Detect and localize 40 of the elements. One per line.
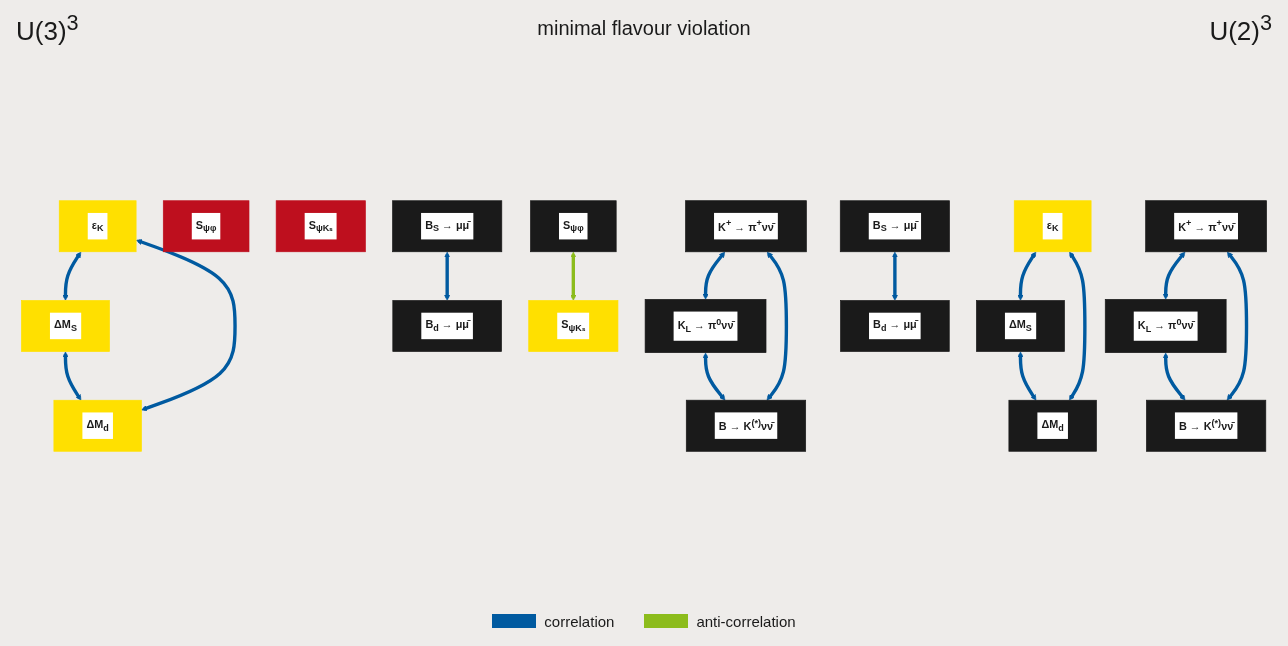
formula-box: K$^{+}$ → π$^{+}$νν̄: [685, 200, 807, 253]
formula-box: S$_{ψφ}$: [162, 200, 250, 253]
double-arrow: [1017, 351, 1037, 401]
formula-box: ΔM$_{d}$: [1008, 399, 1097, 452]
caption-text: minimal flavour violation: [537, 16, 751, 40]
formula-box: K$_{L}$ → π$^{0}$νν̄: [644, 299, 767, 353]
double-arrow: [766, 251, 789, 401]
double-arrow: [570, 251, 577, 301]
formula-box: ΔM$_{S}$: [976, 300, 1065, 352]
formula-box: S$_{ψφ}$: [530, 200, 617, 253]
double-arrow: [702, 251, 726, 300]
double-arrow: [1226, 251, 1249, 401]
formula-box: ε$_{K}$: [1013, 200, 1092, 253]
formula-box: ε$_{K}$: [58, 200, 137, 253]
formula-box: B → K$^{(*)}$νν̄: [685, 399, 806, 452]
formula-box: B$_{S}$ → μμ̄: [392, 200, 503, 253]
formula-box: ΔM$_{S}$: [21, 300, 110, 352]
double-arrow: [444, 251, 451, 301]
formula-box: B$_{d}$ → μμ̄: [392, 300, 502, 352]
double-arrow: [1162, 352, 1186, 401]
formula-box: ΔM$_{d}$: [53, 399, 142, 452]
formula-box: B$_{d}$ → μμ̄: [840, 300, 950, 352]
formula-box: S$_{ψKₛ}$: [528, 300, 619, 352]
formula-box: B$_{S}$ → μμ̄: [839, 200, 950, 253]
double-arrow: [62, 351, 82, 401]
legend-text: anti-correlation: [696, 612, 796, 630]
symmetry-label: U(2)$^{3}$: [1209, 9, 1272, 47]
double-arrow: [1069, 251, 1087, 401]
double-arrow: [136, 239, 237, 411]
formula-box: K$_{L}$ → π$^{0}$νν̄: [1104, 299, 1227, 353]
double-arrow: [62, 251, 82, 301]
double-arrow: [702, 352, 726, 401]
double-arrow: [1017, 251, 1037, 301]
formula-box: S$_{ψKₛ}$: [275, 200, 366, 253]
legend-text: correlation: [544, 612, 615, 630]
formula-box: K$^{+}$ → π$^{+}$νν̄: [1145, 200, 1267, 253]
double-arrow: [1162, 251, 1186, 300]
formula-box: B → K$^{(*)}$νν̄: [1146, 399, 1267, 452]
symmetry-label: U(3)$^{3}$: [16, 9, 79, 47]
double-arrow: [891, 251, 898, 301]
